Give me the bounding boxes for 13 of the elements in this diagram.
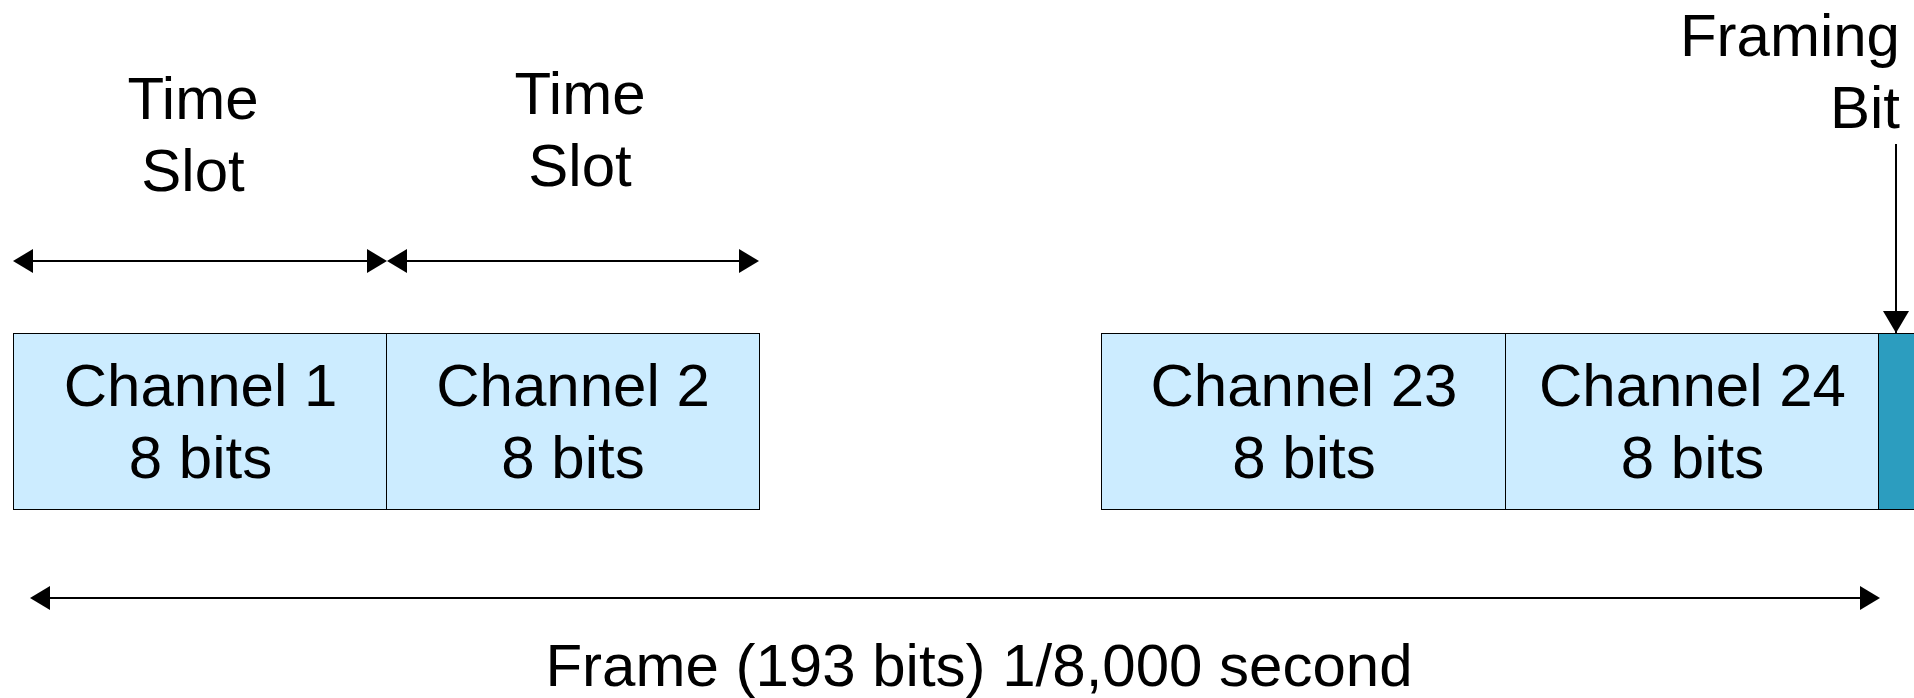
channel-name: Channel 24 — [1539, 350, 1846, 421]
callout-label: Framing Bit — [1679, 0, 1900, 144]
bit-count: 8 bits — [128, 422, 273, 493]
leader-arrow — [1883, 143, 1909, 334]
bit-count: 8 bits — [1232, 422, 1376, 493]
bit-count: 8 bits — [1620, 422, 1765, 493]
channel-name: Channel 23 — [1150, 350, 1458, 421]
bit-count: 8 bits — [501, 422, 645, 493]
channel-name: Channel 1 — [63, 350, 338, 421]
channel-name: Channel 2 — [436, 350, 710, 421]
dimension-label: Time Slot — [127, 64, 259, 206]
dimension-label: Time Slot — [514, 59, 646, 201]
framing-bit-bar — [1878, 333, 1914, 510]
